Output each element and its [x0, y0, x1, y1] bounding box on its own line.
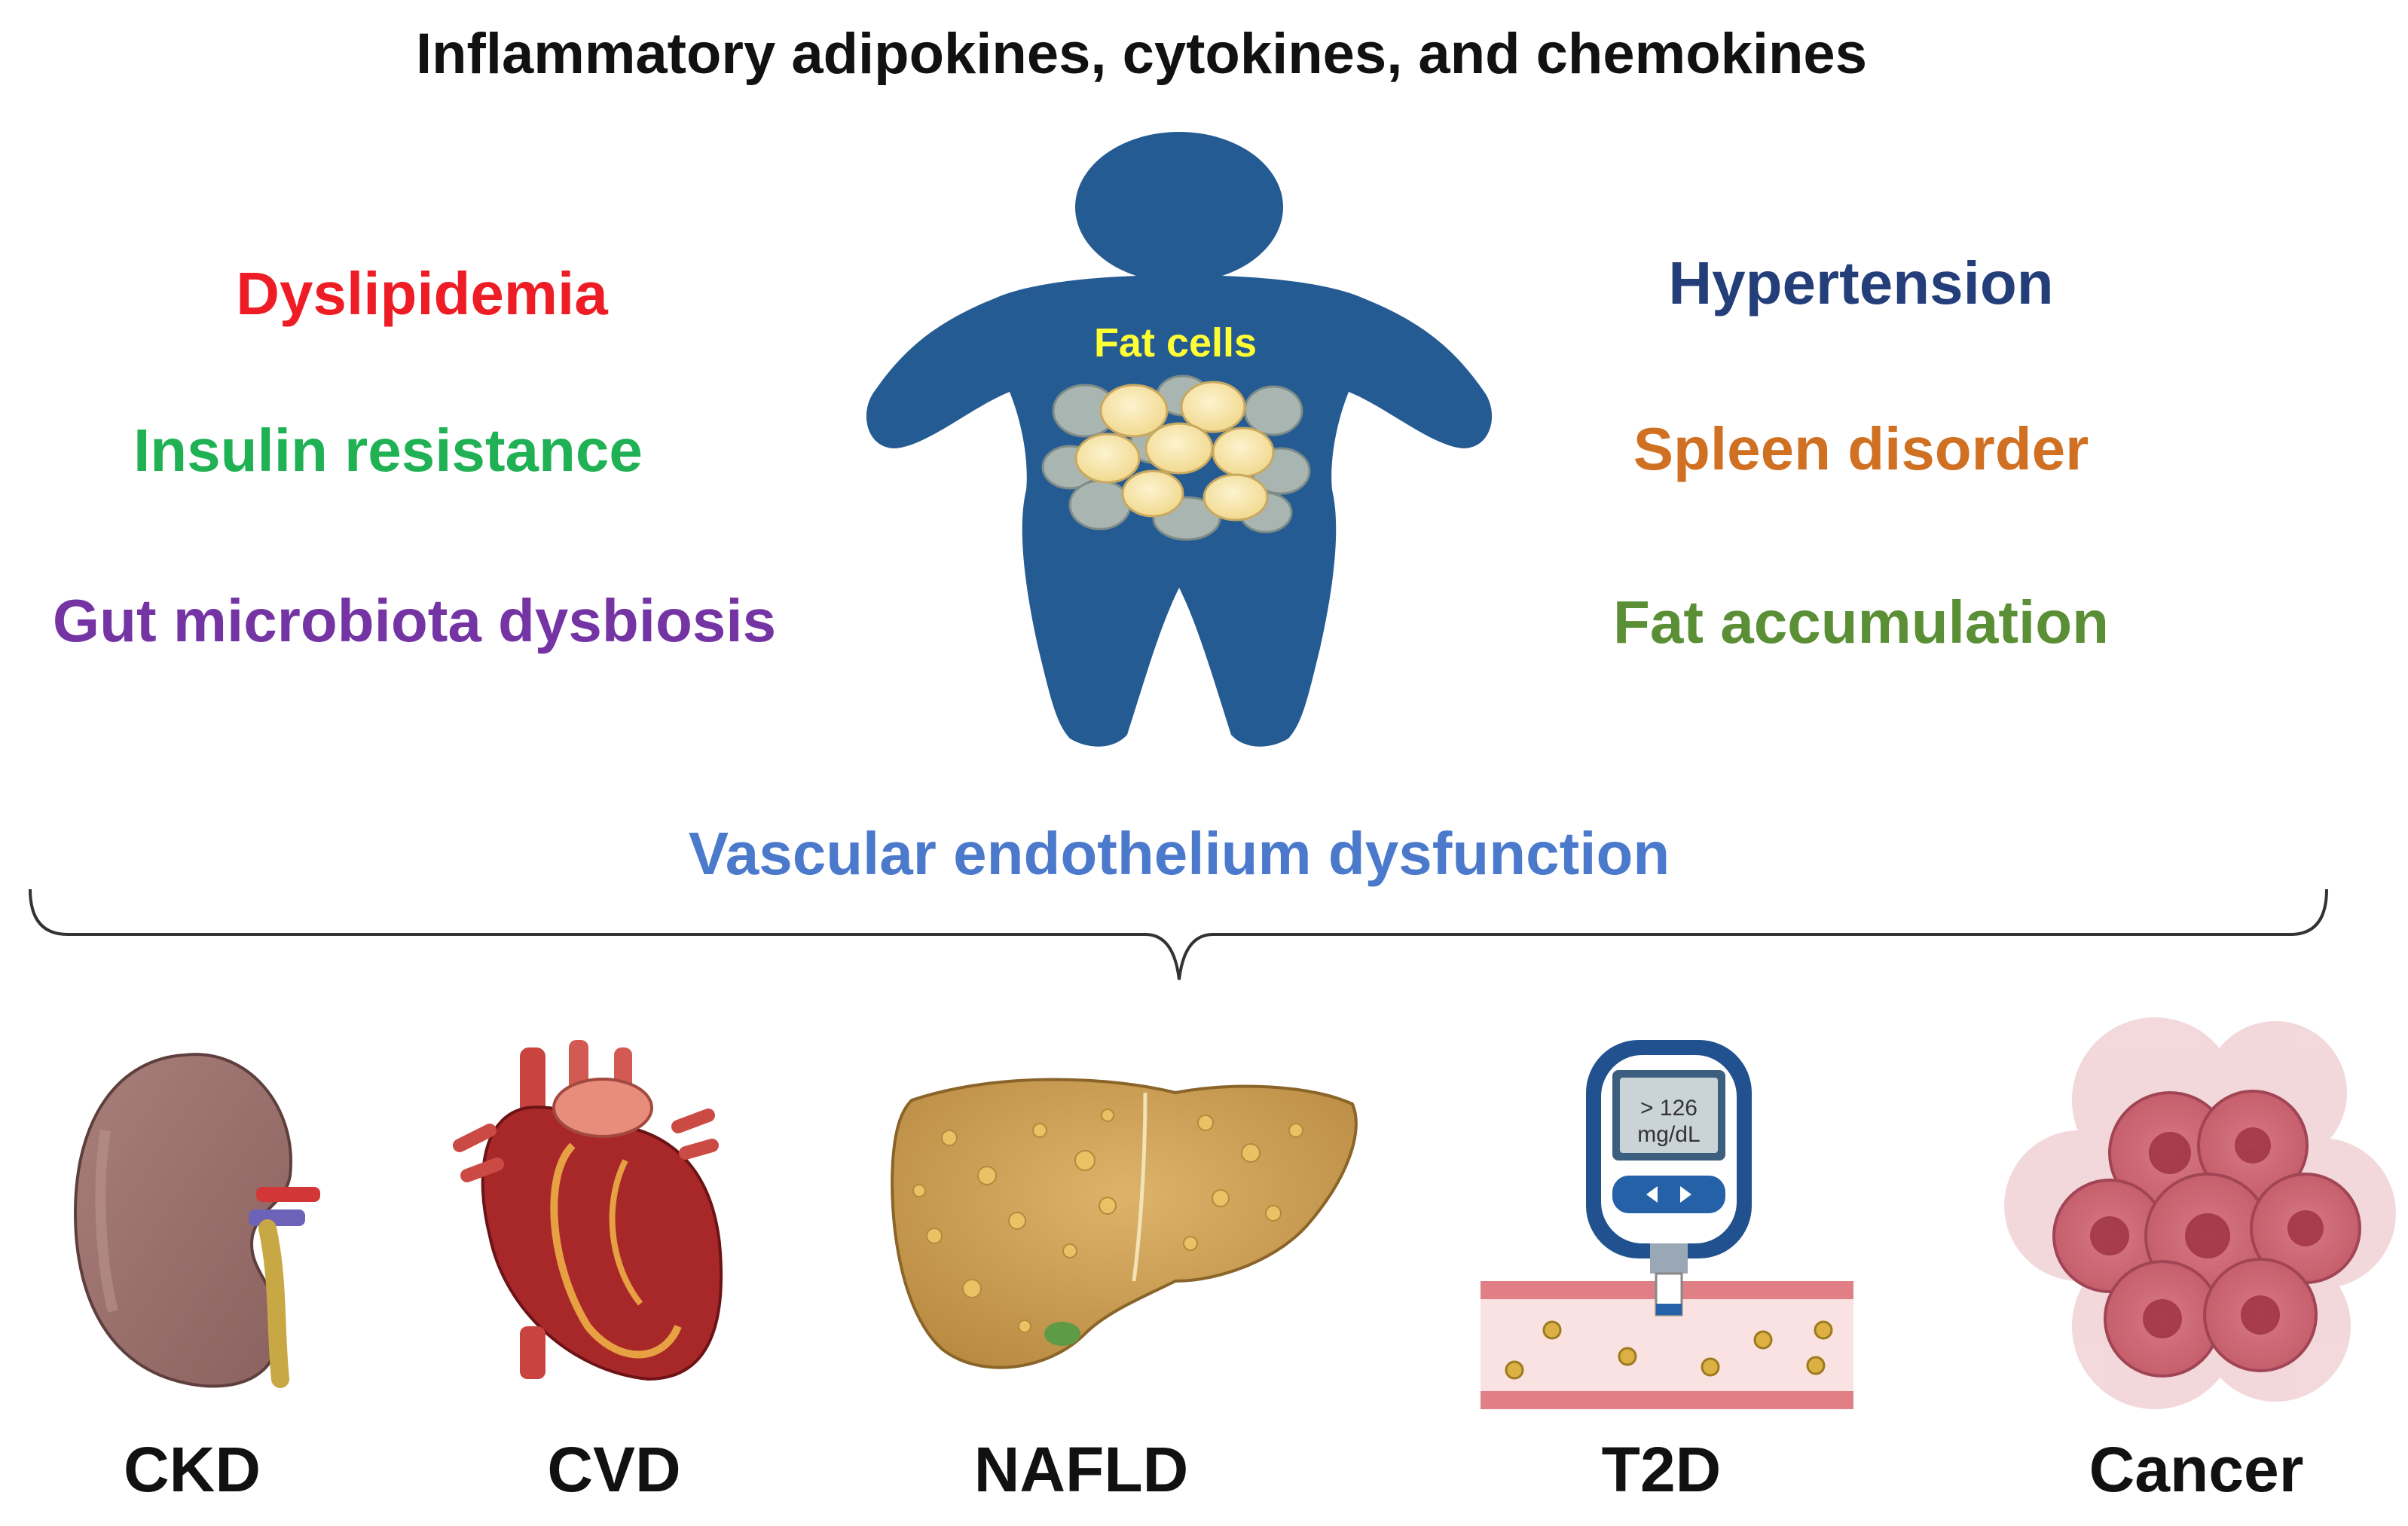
label-spleen-disorder: Spleen disorder	[1633, 415, 2089, 482]
label-fat-accumulation: Fat accumulation	[1613, 589, 2109, 656]
label-hypertension: Hypertension	[1668, 249, 2054, 317]
meter-reading-line2: mg/dL	[1637, 1122, 1700, 1147]
cancer-cells-icon	[2004, 1017, 2396, 1409]
fat-cells-label: Fat cells	[1093, 320, 1257, 365]
disease-label-cancer: Cancer	[2089, 1434, 2304, 1505]
disease-label-ckd: CKD	[124, 1434, 261, 1505]
fat-cells-cluster-icon	[1041, 375, 1311, 541]
kidney-icon	[73, 1053, 320, 1388]
glucose-meter-icon: > 126 mg/dL	[1481, 1040, 1853, 1409]
curly-bracket	[29, 888, 2328, 980]
figure-title: Inflammatory adipokines, cytokines, and …	[416, 22, 1867, 86]
label-insulin-resistance: Insulin resistance	[133, 417, 643, 484]
fatty-liver-icon	[891, 1078, 1358, 1369]
heart-icon	[453, 1040, 723, 1381]
disease-label-nafld: NAFLD	[973, 1434, 1189, 1505]
disease-label-t2d: T2D	[1601, 1434, 1722, 1505]
label-vascular-endothelium-dysfunction: Vascular endothelium dysfunction	[688, 820, 1670, 887]
label-dyslipidemia: Dyslipidemia	[236, 260, 608, 327]
disease-label-cvd: CVD	[547, 1434, 681, 1505]
label-gut-microbiota-dysbiosis: Gut microbiota dysbiosis	[52, 587, 777, 654]
meter-reading-line1: > 126	[1640, 1096, 1698, 1121]
